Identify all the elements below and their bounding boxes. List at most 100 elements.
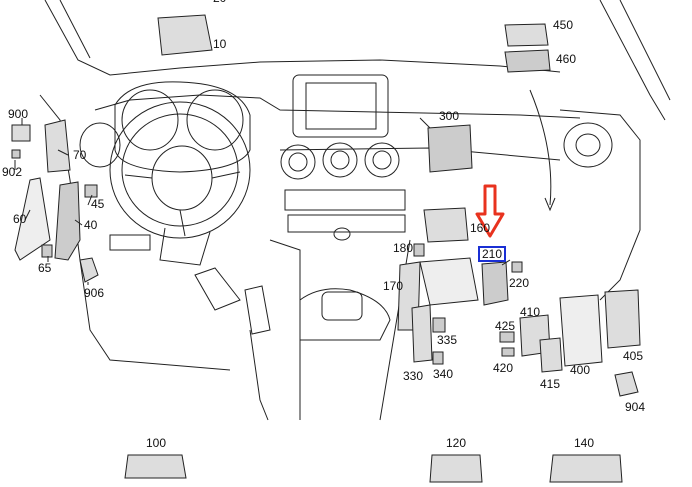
vent-3 xyxy=(364,142,400,178)
component-902 xyxy=(11,149,21,159)
vent-right-inner xyxy=(575,133,601,157)
part-label: 40 xyxy=(84,218,98,232)
component-60 xyxy=(14,177,51,261)
component-180 xyxy=(413,243,425,257)
part-label: 900 xyxy=(8,107,29,121)
component-904 xyxy=(614,371,639,397)
component-70 xyxy=(44,119,71,173)
steering-wheel-spokes xyxy=(124,171,241,237)
highlight-arrow xyxy=(475,184,505,238)
steering-wheel-rim xyxy=(109,101,251,239)
dash-middle-line xyxy=(94,94,581,119)
leader-lines xyxy=(14,117,511,285)
part-label: 415 xyxy=(540,377,561,391)
climate-panel xyxy=(284,189,406,211)
center-console xyxy=(269,239,411,421)
component-160 xyxy=(423,207,469,243)
part-label: 420 xyxy=(493,361,514,375)
part-label: 45 xyxy=(91,197,105,211)
vent-right xyxy=(563,122,613,168)
dash-lower-line xyxy=(279,147,561,161)
part-label: 65 xyxy=(38,261,52,275)
part-label: 450 xyxy=(553,18,574,32)
part-label: 10 xyxy=(213,37,227,51)
a-pillar-right xyxy=(599,0,666,121)
component-170 xyxy=(419,257,479,306)
central-display-screen xyxy=(305,82,377,130)
vent-3-inner xyxy=(372,150,392,170)
a-pillar-left xyxy=(59,0,91,59)
vent-2 xyxy=(322,142,358,178)
component-210 xyxy=(481,261,509,306)
part-label: 330 xyxy=(403,369,424,383)
vent-2-inner xyxy=(330,150,350,170)
part-label: 335 xyxy=(437,333,458,347)
component-335 xyxy=(432,317,446,333)
component-420 xyxy=(501,347,515,357)
part-label: 906 xyxy=(84,286,105,300)
steering-wheel-hub xyxy=(151,145,213,211)
curved-pointer-head xyxy=(544,197,556,212)
floor-line xyxy=(249,329,269,421)
component-45 xyxy=(84,184,98,198)
part-label: 180 xyxy=(393,241,414,255)
part-label: 20 xyxy=(213,0,226,4)
gear-selector xyxy=(321,291,363,321)
component-415 xyxy=(539,337,563,373)
part-label: 340 xyxy=(433,367,454,381)
component-425 xyxy=(499,331,515,343)
component-65 xyxy=(41,244,53,258)
gear-selector-area xyxy=(299,288,391,341)
dashboard-top-edge xyxy=(44,0,561,76)
part-label: 400 xyxy=(570,363,591,377)
dash-right-side xyxy=(559,109,641,301)
component-40 xyxy=(54,181,81,261)
component-300 xyxy=(427,124,473,173)
part-label: 220 xyxy=(509,276,530,290)
part-label: 70 xyxy=(73,148,87,162)
control-panel xyxy=(287,214,406,233)
part-label: 410 xyxy=(520,305,541,319)
component-450 xyxy=(504,23,549,47)
part-label: 170 xyxy=(383,279,404,293)
component-10 xyxy=(157,14,213,56)
part-label: 902 xyxy=(2,165,23,179)
component-340 xyxy=(432,351,444,365)
vent-left xyxy=(79,122,121,168)
part-label: 160 xyxy=(470,221,491,235)
accelerator-pedal xyxy=(244,285,271,335)
component-140 xyxy=(549,454,623,483)
vent-1-inner xyxy=(288,152,308,172)
part-label: 140 xyxy=(574,436,595,450)
part-label: 60 xyxy=(13,212,27,226)
control-knob xyxy=(333,227,351,241)
cluster-gauge-left xyxy=(121,89,179,151)
footwell-panel xyxy=(109,234,151,251)
component-220 xyxy=(511,261,523,273)
part-label: 300 xyxy=(439,109,460,123)
steering-wheel-rim-inner xyxy=(121,113,239,227)
part-label-highlighted: 210 xyxy=(478,246,507,262)
steering-column xyxy=(159,227,211,266)
component-906 xyxy=(79,257,99,283)
component-400 xyxy=(559,294,603,367)
component-460 xyxy=(504,49,551,73)
instrument-cluster xyxy=(114,81,251,173)
central-display xyxy=(292,74,389,138)
component-405 xyxy=(604,289,641,349)
component-100 xyxy=(124,454,187,479)
part-label: 460 xyxy=(556,52,577,66)
component-900 xyxy=(11,124,31,142)
part-label: 904 xyxy=(625,400,646,414)
vent-1 xyxy=(280,144,316,180)
part-label: 100 xyxy=(146,436,167,450)
cluster-gauge-right xyxy=(186,89,244,151)
curved-pointer-line xyxy=(529,89,552,206)
component-120 xyxy=(429,454,483,483)
part-label: 425 xyxy=(495,319,516,333)
a-pillar-right-inner xyxy=(619,0,671,101)
brake-pedal xyxy=(194,267,241,311)
component-330 xyxy=(411,304,433,363)
